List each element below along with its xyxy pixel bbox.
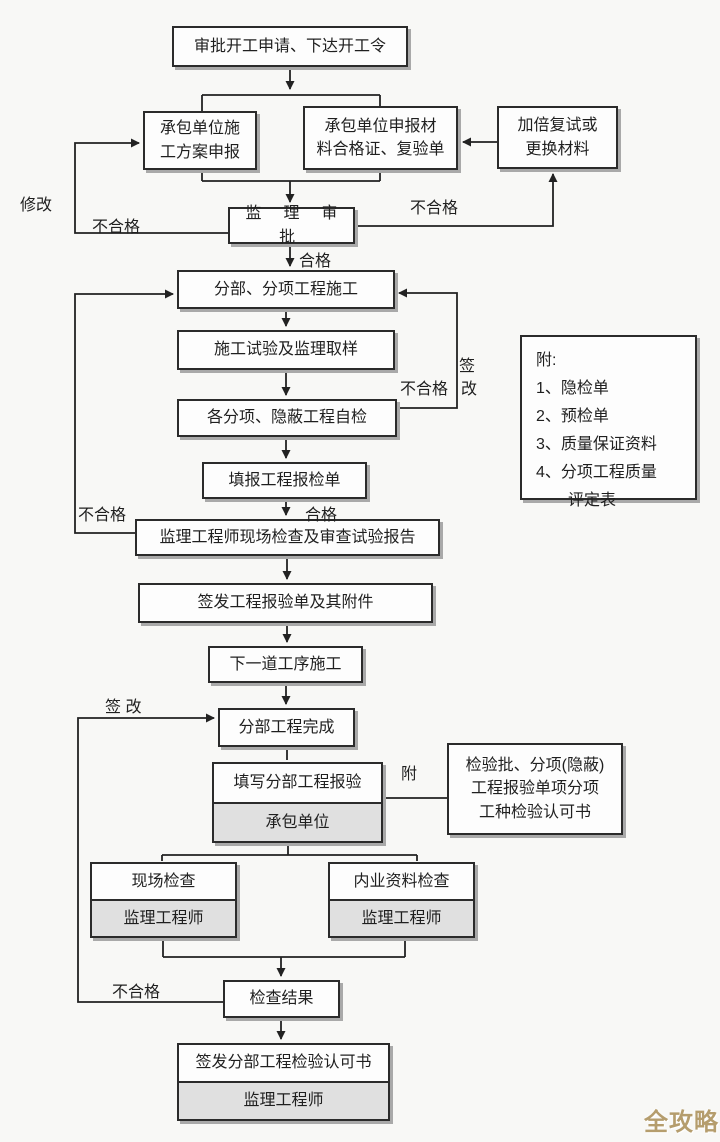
- node-approve-start-label: 审批开工申请、下达开工令: [193, 37, 386, 55]
- node-material-submit-line2: 料合格证、复验单: [316, 141, 445, 158]
- note-box-line3: 工种检验认可书: [478, 803, 591, 821]
- label-fail-mid-right: 不合格: [400, 381, 449, 398]
- attachment-item-1: 1、隐检单: [536, 380, 609, 397]
- node-site-check-report-label: 监理工程师现场检查及审查试验报告: [159, 528, 416, 546]
- attachment-item-4b: 评定表: [568, 492, 617, 509]
- node-test-sampling-label: 施工试验及监理取样: [213, 341, 358, 359]
- label-fail-bottom-left: 不合格: [112, 984, 161, 1001]
- node-contractor-plan-submit: 承包单位施 工方案申报: [143, 111, 257, 170]
- node-subitem-construction: 分部、分项工程施工: [177, 270, 395, 309]
- cell-contractor-unit: 承包单位: [214, 801, 381, 841]
- label-sign: 签: [459, 358, 476, 375]
- label-fail-top-right: 不合格: [410, 200, 459, 217]
- node-subitem-construction-label: 分部、分项工程施工: [213, 280, 358, 298]
- node-issue-inspection-form-label: 签发工程报验单及其附件: [197, 594, 374, 612]
- node-document-inspection-main: 内业资料检查: [330, 864, 473, 899]
- node-inspection-result-label: 检查结果: [249, 990, 314, 1008]
- node-test-sampling: 施工试验及监理取样: [177, 330, 395, 370]
- attachment-title: 附:: [536, 352, 557, 369]
- node-issue-division-certificate: 签发分部工程检验认可书 监理工程师: [177, 1043, 390, 1121]
- node-issue-division-certificate-main: 签发分部工程检验认可书: [179, 1045, 388, 1081]
- node-retest-replace: 加倍复试或 更换材料: [497, 106, 618, 169]
- cell-supervisor-engineer-3-label: 监理工程师: [243, 1092, 324, 1110]
- attachment-item-3: 3、质量保证资料: [536, 436, 657, 453]
- cell-supervisor-engineer-2: 监理工程师: [330, 899, 473, 936]
- attachment-item-2: 2、预检单: [536, 408, 609, 425]
- node-site-inspection: 现场检查 监理工程师: [90, 862, 237, 938]
- node-contractor-plan-line1: 承包单位施: [159, 120, 240, 138]
- box-attachment-list: 附: 1、隐检单 2、预检单 3、质量保证资料 4、分项工程质量 评定表: [520, 335, 697, 509]
- node-document-inspection: 内业资料检查 监理工程师: [328, 862, 475, 938]
- node-self-inspection: 各分项、隐蔽工程自检: [177, 399, 397, 437]
- note-box-line2: 工程报验单项分项: [470, 780, 599, 798]
- node-site-inspection-label: 现场检查: [131, 872, 196, 890]
- label-fail-mid-left: 不合格: [78, 507, 127, 524]
- label-pass-top: 合格: [299, 253, 332, 270]
- node-division-complete: 分部工程完成: [218, 708, 355, 747]
- note-box-line1: 检验批、分项(隐蔽): [465, 757, 605, 775]
- label-pass-mid: 合格: [305, 507, 338, 524]
- cell-supervisor-engineer-3: 监理工程师: [179, 1081, 388, 1119]
- node-supervisor-approve-label: 监 理 审 批: [245, 205, 347, 246]
- node-fill-division-report-label: 填写分部工程报验: [233, 774, 362, 792]
- cell-supervisor-engineer-1-label: 监理工程师: [123, 909, 204, 927]
- node-contractor-plan-line2: 工方案申报: [159, 143, 240, 161]
- attachment-item-4: 4、分项工程质量: [536, 464, 657, 481]
- node-approve-start: 审批开工申请、下达开工令: [172, 26, 408, 67]
- label-attach: 附: [401, 766, 418, 783]
- label-sign-change: 签 改: [105, 699, 142, 716]
- node-material-submit-line1: 承包单位申报材: [324, 117, 437, 135]
- node-retest-replace-line1: 加倍复试或: [517, 117, 598, 135]
- cell-supervisor-engineer-2-label: 监理工程师: [361, 909, 442, 927]
- node-site-inspection-main: 现场检查: [92, 864, 235, 899]
- node-material-submit: 承包单位申报材 料合格证、复验单: [303, 106, 458, 170]
- node-self-inspection-label: 各分项、隐蔽工程自检: [206, 409, 367, 427]
- node-fill-inspection-form-label: 填报工程报检单: [228, 471, 341, 489]
- node-batch-certificate-note: 检验批、分项(隐蔽) 工程报验单项分项 工种检验认可书: [447, 743, 623, 835]
- label-change: 改: [461, 381, 478, 398]
- node-supervisor-approve: 监 理 审 批: [228, 205, 355, 246]
- node-document-inspection-label: 内业资料检查: [353, 872, 450, 890]
- node-next-process-label: 下一道工序施工: [229, 655, 342, 673]
- node-inspection-result: 检查结果: [223, 980, 340, 1018]
- node-next-process: 下一道工序施工: [208, 646, 363, 683]
- label-modify: 修改: [20, 197, 53, 214]
- node-fill-inspection-form: 填报工程报检单: [202, 462, 367, 499]
- node-fill-division-report-main: 填写分部工程报验: [214, 764, 381, 802]
- label-fail-top-left: 不合格: [92, 219, 141, 236]
- node-issue-division-certificate-label: 签发分部工程检验认可书: [195, 1054, 372, 1072]
- node-fill-division-report: 填写分部工程报验 承包单位: [212, 762, 383, 843]
- node-division-complete-label: 分部工程完成: [238, 718, 335, 736]
- cell-contractor-unit-label: 承包单位: [265, 813, 330, 831]
- node-issue-inspection-form: 签发工程报验单及其附件: [138, 583, 433, 623]
- watermark-quangonglue: 全攻略: [644, 1109, 719, 1136]
- cell-supervisor-engineer-1: 监理工程师: [92, 899, 235, 936]
- node-retest-replace-line2: 更换材料: [525, 140, 590, 158]
- node-site-check-report: 监理工程师现场检查及审查试验报告: [135, 519, 440, 556]
